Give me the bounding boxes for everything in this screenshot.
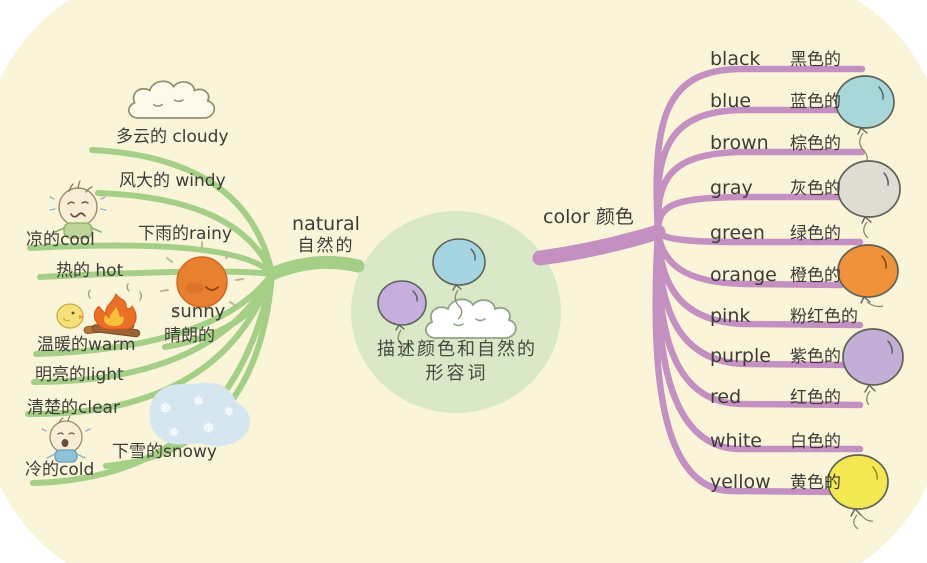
natural-branch-label: natural 自然的 <box>283 213 369 256</box>
color-branch-lines <box>532 65 866 496</box>
branch-cool-rainy <box>27 242 275 277</box>
balloon-yellow-icon <box>827 454 889 530</box>
color-zh: 紫色的 <box>790 347 841 367</box>
branch-gray <box>654 193 845 236</box>
item-cold: 冷的cold <box>25 460 95 480</box>
chick-icon <box>56 303 84 329</box>
center-topic-title: 描述颜色和自然的 形容词 <box>352 338 562 387</box>
item-light: 明亮的light <box>35 365 124 385</box>
color-item-yellow: yellow 黄色的 <box>710 468 841 493</box>
color-en: blue <box>710 90 752 112</box>
color-en: yellow <box>710 471 771 493</box>
color-trunk <box>532 224 666 266</box>
center-title-line2: 形容词 <box>425 363 489 385</box>
natural-trunk <box>265 255 365 281</box>
color-en: green <box>710 222 765 244</box>
item-hot: 热的 hot <box>56 261 124 281</box>
color-en: white <box>710 430 762 452</box>
color-zh: 橙色的 <box>790 266 841 286</box>
item-snowy: 下雪的snowy <box>112 442 217 462</box>
color-branch-label: color 颜色 <box>543 206 634 228</box>
svg-text:❅: ❅ <box>202 419 216 438</box>
color-en: black <box>710 48 761 70</box>
cold-person-icon <box>41 415 91 463</box>
branch-windy <box>95 190 275 277</box>
item-sunny-zh: 晴朗的 <box>164 326 215 346</box>
item-warm: 温暖的warm <box>37 335 136 355</box>
natural-label-en: natural <box>292 213 360 235</box>
center-balloon-blue-icon <box>432 238 486 320</box>
color-zh: 蓝色的 <box>790 92 841 112</box>
svg-text:❅: ❅ <box>193 394 205 410</box>
fire-icon <box>83 283 143 338</box>
color-zh: 黄色的 <box>790 473 841 493</box>
center-balloon-purple-icon <box>377 280 427 358</box>
color-item-blue: blue 蓝色的 <box>710 87 841 112</box>
item-clear: 清楚的clear <box>27 398 120 418</box>
item-windy: 风大的 windy <box>119 171 226 191</box>
color-item-white: white 白色的 <box>710 427 841 452</box>
svg-text:❅: ❅ <box>223 405 235 421</box>
color-en: brown <box>710 132 769 154</box>
natural-label-zh: 自然的 <box>297 235 355 256</box>
color-zh: 灰色的 <box>790 179 841 199</box>
color-en: red <box>710 386 742 408</box>
natural-branch-lines <box>25 147 365 486</box>
branch-light <box>31 271 275 385</box>
color-zh: 棕色的 <box>790 134 841 154</box>
svg-text:❅: ❅ <box>159 399 173 418</box>
color-item-pink: pink 粉红色的 <box>710 302 858 327</box>
balloon-orange-icon <box>837 244 899 308</box>
shivering-person-icon <box>49 180 107 239</box>
item-sunny-en: sunny <box>171 301 226 322</box>
color-item-green: green 绿色的 <box>710 219 841 244</box>
center-cloud-icon <box>425 298 517 339</box>
branch-cloudy <box>89 147 275 277</box>
color-en: orange <box>710 264 777 286</box>
color-en: pink <box>710 305 751 327</box>
color-item-brown: brown 棕色的 <box>710 129 841 154</box>
color-zh: 黑色的 <box>790 50 841 70</box>
color-item-purple: purple 紫色的 <box>710 342 841 367</box>
branch-clear <box>25 271 275 418</box>
branch-yellow <box>652 228 843 496</box>
color-item-gray: gray 灰色的 <box>710 174 841 199</box>
color-zh: 白色的 <box>790 432 841 452</box>
color-en: gray <box>710 177 753 199</box>
balloon-gray-icon <box>837 160 901 239</box>
color-en: purple <box>710 345 771 367</box>
color-item-orange: orange 橙色的 <box>710 261 841 286</box>
item-rainy: 下雨的rainy <box>138 224 232 244</box>
color-item-black: black 黑色的 <box>710 45 841 70</box>
balloon-purple-icon <box>842 328 904 406</box>
branch-brown <box>654 148 866 236</box>
cloud-icon <box>128 80 216 119</box>
branch-warm <box>33 271 275 357</box>
svg-text:❅: ❅ <box>168 425 180 441</box>
item-cloudy: 多云的 cloudy <box>116 127 229 147</box>
sun-icon <box>160 241 244 320</box>
color-zh: 红色的 <box>790 388 841 408</box>
color-zh: 粉红色的 <box>790 307 858 327</box>
snow-patch-icon: ❅ ❅ ❅ ❅ ❅ <box>149 382 250 447</box>
center-title-line1: 描述颜色和自然的 <box>377 339 537 360</box>
item-cool: 凉的cool <box>26 230 95 250</box>
color-zh: 绿色的 <box>790 224 841 244</box>
color-item-red: red 红色的 <box>710 383 841 408</box>
